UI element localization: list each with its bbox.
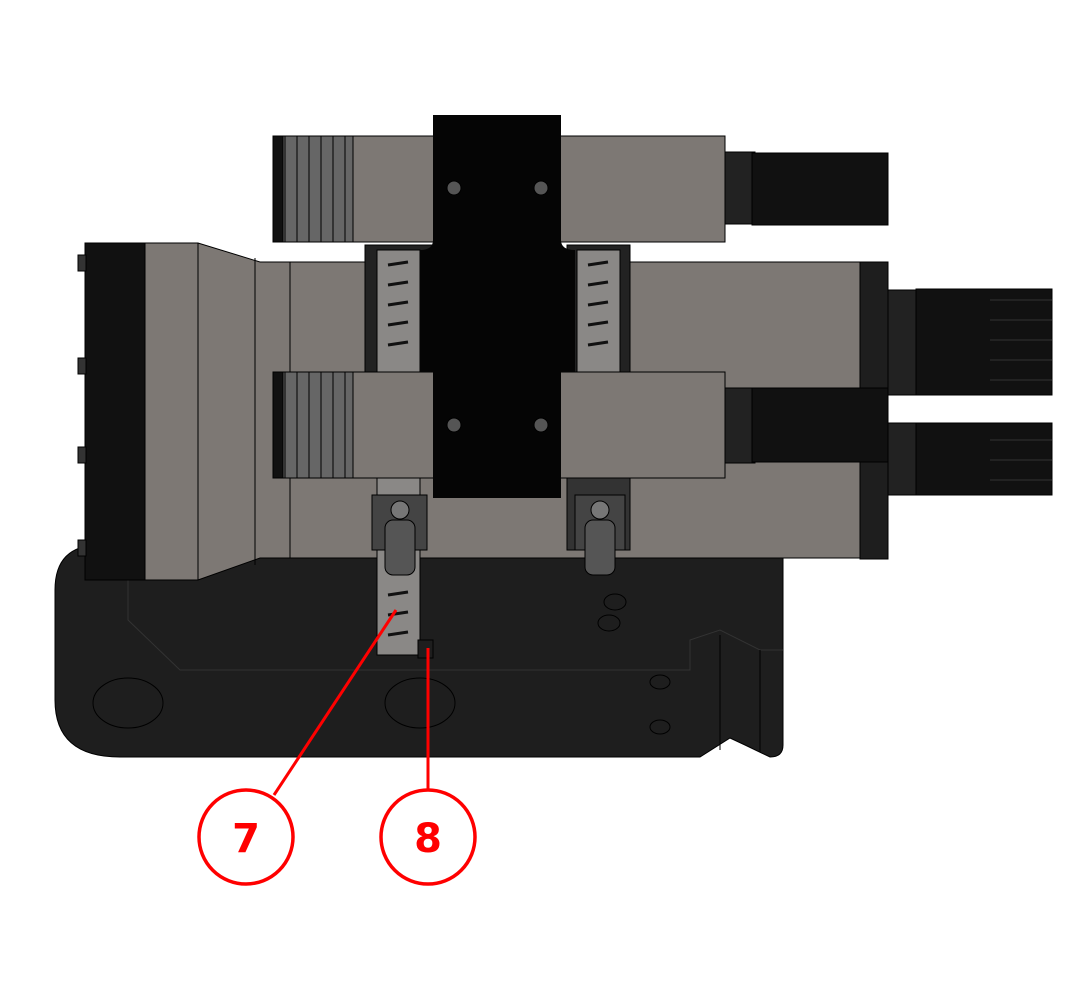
right-knob-upper	[887, 288, 1053, 396]
mounting-plate	[420, 115, 575, 498]
callout-8: 8	[379, 648, 477, 886]
lower-hose-clamps	[371, 477, 631, 659]
upper-hose-clamps	[364, 244, 631, 374]
top-cylinder	[272, 135, 889, 243]
callout-8-label: 8	[414, 816, 442, 862]
middle-cylinder	[272, 371, 889, 479]
right-knob-lower	[887, 422, 1053, 496]
callout-7-label: 7	[232, 816, 260, 862]
callout-7: 7	[197, 609, 398, 886]
